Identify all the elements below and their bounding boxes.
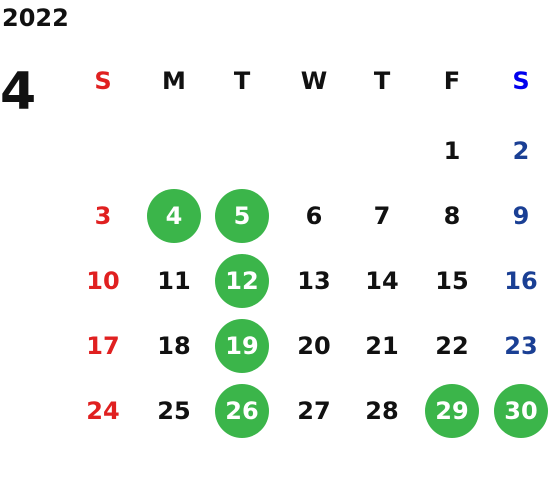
calendar-day-14[interactable]: 14 [365,267,399,295]
weekday-mon: M [162,67,186,95]
calendar-day-25[interactable]: 25 [157,397,191,425]
calendar-day-15[interactable]: 15 [435,267,469,295]
weekday-thu: T [373,67,391,95]
calendar-day-4[interactable]: 4 [147,189,201,243]
calendar-day-29[interactable]: 29 [425,384,479,438]
calendar-month: 4 [0,62,37,122]
calendar-day-19[interactable]: 19 [215,319,269,373]
calendar-day-27[interactable]: 27 [297,397,331,425]
calendar-day-1[interactable]: 1 [443,137,461,165]
calendar-day-18[interactable]: 18 [157,332,191,360]
weekday-sun: S [94,67,112,95]
calendar-day-24[interactable]: 24 [86,397,120,425]
calendar-day-21[interactable]: 21 [365,332,399,360]
calendar-day-26[interactable]: 26 [215,384,269,438]
calendar-day-28[interactable]: 28 [365,397,399,425]
calendar-day-11[interactable]: 11 [157,267,191,295]
calendar-day-6[interactable]: 6 [305,202,323,230]
calendar-day-2[interactable]: 2 [512,137,530,165]
calendar-day-30[interactable]: 30 [494,384,548,438]
calendar-day-9[interactable]: 9 [512,202,530,230]
calendar-day-5[interactable]: 5 [215,189,269,243]
calendar-day-7[interactable]: 7 [373,202,391,230]
calendar-day-10[interactable]: 10 [86,267,120,295]
calendar-year: 2022 [2,4,69,32]
calendar-day-8[interactable]: 8 [443,202,461,230]
weekday-sat: S [512,67,530,95]
calendar-day-16[interactable]: 16 [504,267,538,295]
calendar-day-17[interactable]: 17 [86,332,120,360]
calendar-day-13[interactable]: 13 [297,267,331,295]
calendar-day-3[interactable]: 3 [94,202,112,230]
calendar-day-22[interactable]: 22 [435,332,469,360]
weekday-fri: F [443,67,461,95]
calendar-day-23[interactable]: 23 [504,332,538,360]
calendar-day-12[interactable]: 12 [215,254,269,308]
weekday-tue: T [233,67,251,95]
weekday-wed: W [300,67,328,95]
calendar-day-20[interactable]: 20 [297,332,331,360]
